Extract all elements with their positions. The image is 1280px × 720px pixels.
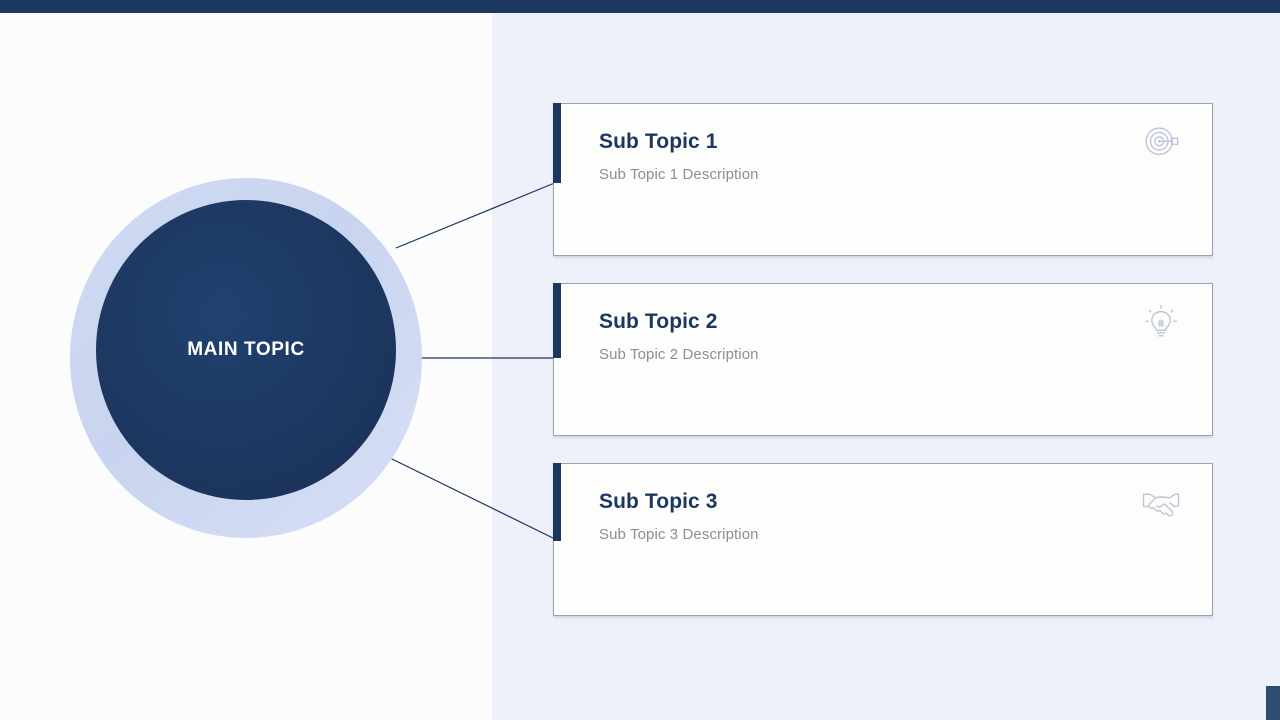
card-title: Sub Topic 3: [599, 490, 718, 513]
card-body: Sub Topic 2 Sub Topic 2 Description: [554, 284, 1212, 363]
card-accent-bar: [553, 463, 561, 541]
card-title: Sub Topic 1: [599, 130, 718, 153]
target-icon: [1140, 122, 1182, 164]
sub-topic-card-2[interactable]: Sub Topic 2 Sub Topic 2 Description: [553, 283, 1213, 436]
top-accent-bar: [0, 0, 1280, 13]
card-body: Sub Topic 1 Sub Topic 1 Description: [554, 104, 1212, 183]
sub-topic-card-3[interactable]: Sub Topic 3 Sub Topic 3 Description: [553, 463, 1213, 616]
card-body: Sub Topic 3 Sub Topic 3 Description: [554, 464, 1212, 543]
card-accent-bar: [553, 103, 561, 183]
main-topic-disc: MAIN TOPIC: [96, 200, 396, 500]
card-accent-bar: [553, 283, 561, 358]
sub-topic-card-1[interactable]: Sub Topic 1 Sub Topic 1 Description: [553, 103, 1213, 256]
main-topic-label: MAIN TOPIC: [187, 339, 305, 360]
card-title: Sub Topic 2: [599, 310, 718, 333]
lightbulb-icon: [1140, 302, 1182, 344]
card-description: Sub Topic 2 Description: [599, 346, 759, 364]
card-description: Sub Topic 3 Description: [599, 526, 759, 544]
handshake-icon: [1140, 482, 1182, 524]
main-topic-node[interactable]: MAIN TOPIC: [70, 178, 422, 538]
card-description: Sub Topic 1 Description: [599, 166, 759, 184]
corner-accent-block: [1266, 686, 1280, 720]
